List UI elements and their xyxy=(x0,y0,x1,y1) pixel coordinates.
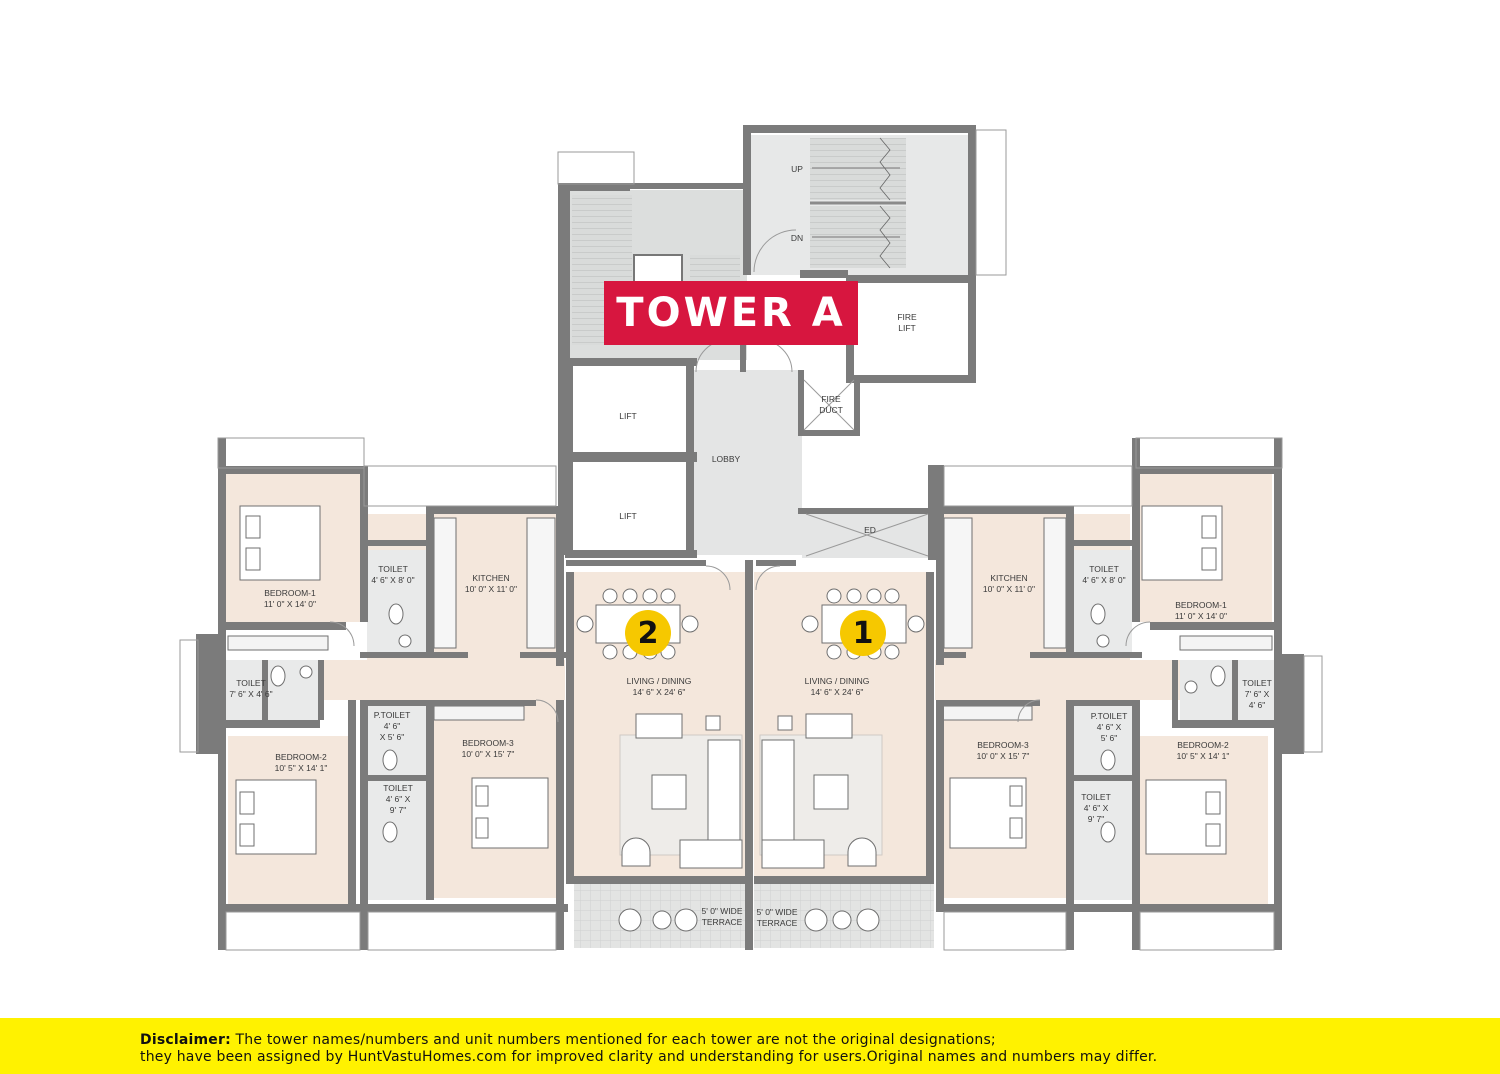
right-kitchen-name: KITCHEN xyxy=(990,573,1027,583)
unit-badge-left: 2 xyxy=(625,610,671,656)
right-bedroom2-size: 10' 5" X 14' 1" xyxy=(1177,751,1230,761)
up-label: UP xyxy=(791,164,803,174)
fire-duct-label-1: FIRE xyxy=(821,394,841,404)
left-bedroom3-name: BEDROOM-3 xyxy=(462,738,514,748)
right-kitchen-size: 10' 0" X 11' 0" xyxy=(983,584,1035,594)
right-bedroom1-name: BEDROOM-1 xyxy=(1175,600,1227,610)
right-toilet-side-size-2: 4' 6" xyxy=(1249,700,1265,710)
balcony-lines xyxy=(179,129,1323,951)
right-bedroom3-size: 10' 0" X 15' 7" xyxy=(977,751,1030,761)
disclaimer-text-2: they have been assigned by HuntVastuHome… xyxy=(140,1049,1158,1065)
stair-right xyxy=(810,137,906,269)
unit-badge-right: 1 xyxy=(840,610,886,656)
right-toilet-bottom-size-1: 4' 6" X xyxy=(1084,803,1109,813)
stair-left xyxy=(572,195,740,345)
left-kitchen-size: 10' 0" X 11' 0" xyxy=(465,584,517,594)
right-bedroom2-name: BEDROOM-2 xyxy=(1177,740,1229,750)
disclaimer-line-1: Disclaimer: The tower names/numbers and … xyxy=(140,1032,1500,1049)
tower-label: TOWER A xyxy=(604,281,858,345)
left-toilet-bottom-size-2: 9' 7" xyxy=(390,805,406,815)
disclaimer-banner: Disclaimer: The tower names/numbers and … xyxy=(0,1018,1500,1074)
ed-label: ED xyxy=(864,525,876,535)
left-toilet-bottom-name: TOILET xyxy=(383,783,413,793)
lift-label-1: LIFT xyxy=(619,411,636,421)
right-toilet-side-name: TOILET xyxy=(1242,678,1272,688)
left-bedroom1-name: BEDROOM-1 xyxy=(264,588,316,598)
right-toilet-bottom-size-2: 9' 7" xyxy=(1088,814,1104,824)
left-kitchen-name: KITCHEN xyxy=(472,573,509,583)
right-bedroom3-name: BEDROOM-3 xyxy=(977,740,1029,750)
right-toilet-top-size: 4' 6" X 8' 0" xyxy=(1082,575,1125,585)
disclaimer-text-1: The tower names/numbers and unit numbers… xyxy=(230,1032,996,1048)
lift-label-2: LIFT xyxy=(619,511,636,521)
left-toilet-side-name: TOILET xyxy=(236,678,266,688)
fire-lift-label-1: FIRE xyxy=(897,312,917,322)
left-toilet-side-size: 7' 6" X 4' 6" xyxy=(229,689,272,699)
fire-lift-label-2: LIFT xyxy=(898,323,915,333)
right-ptoilet-size-1: 4' 6" X xyxy=(1097,722,1122,732)
right-toilet-side-size-1: 7' 6" X xyxy=(1245,689,1270,699)
disclaimer-heading: Disclaimer: xyxy=(140,1032,231,1048)
left-living-size: 14' 6" X 24' 6" xyxy=(633,687,686,697)
right-toilet-top-name: TOILET xyxy=(1089,564,1119,574)
room-labels: UP DN FIRE LIFT FIRE DUCT LIFT LIFT LOBB… xyxy=(229,164,1271,928)
left-toilet-top-size: 4' 6" X 8' 0" xyxy=(371,575,414,585)
left-toilet-top-name: TOILET xyxy=(378,564,408,574)
left-bedroom3-size: 10' 0" X 15' 7" xyxy=(462,749,515,759)
right-ptoilet-size-2: 5' 6" xyxy=(1101,733,1117,743)
walls xyxy=(196,125,1304,950)
left-bedroom1-size: 11' 0" X 14' 0" xyxy=(264,599,316,609)
right-toilet-bottom-name: TOILET xyxy=(1081,792,1111,802)
right-ptoilet-name: P.TOILET xyxy=(1091,711,1128,721)
right-terrace-name: TERRACE xyxy=(757,918,798,928)
floor-plan: UP DN FIRE LIFT FIRE DUCT LIFT LIFT LOBB… xyxy=(179,125,1323,951)
right-living-name: LIVING / DINING xyxy=(805,676,870,686)
left-ptoilet-size-2: X 5' 6" xyxy=(380,732,405,742)
left-ptoilet-size-1: 4' 6" xyxy=(384,721,400,731)
left-terrace-name: TERRACE xyxy=(702,917,743,927)
left-bedroom2-size: 10' 5" X 14' 1" xyxy=(275,763,328,773)
left-living-name: LIVING / DINING xyxy=(627,676,692,686)
dn-label: DN xyxy=(791,233,803,243)
left-terrace-size: 5' 0" WIDE xyxy=(701,906,742,916)
right-bedroom1-size: 11' 0" X 14' 0" xyxy=(1175,611,1227,621)
right-terrace-size: 5' 0" WIDE xyxy=(756,907,797,917)
lobby-label: LOBBY xyxy=(712,454,741,464)
right-living-size: 14' 6" X 24' 6" xyxy=(811,687,864,697)
fire-duct-label-2: DUCT xyxy=(819,405,843,415)
left-ptoilet-name: P.TOILET xyxy=(374,710,411,720)
left-toilet-bottom-size-1: 4' 6" X xyxy=(386,794,411,804)
left-bedroom2-name: BEDROOM-2 xyxy=(275,752,327,762)
